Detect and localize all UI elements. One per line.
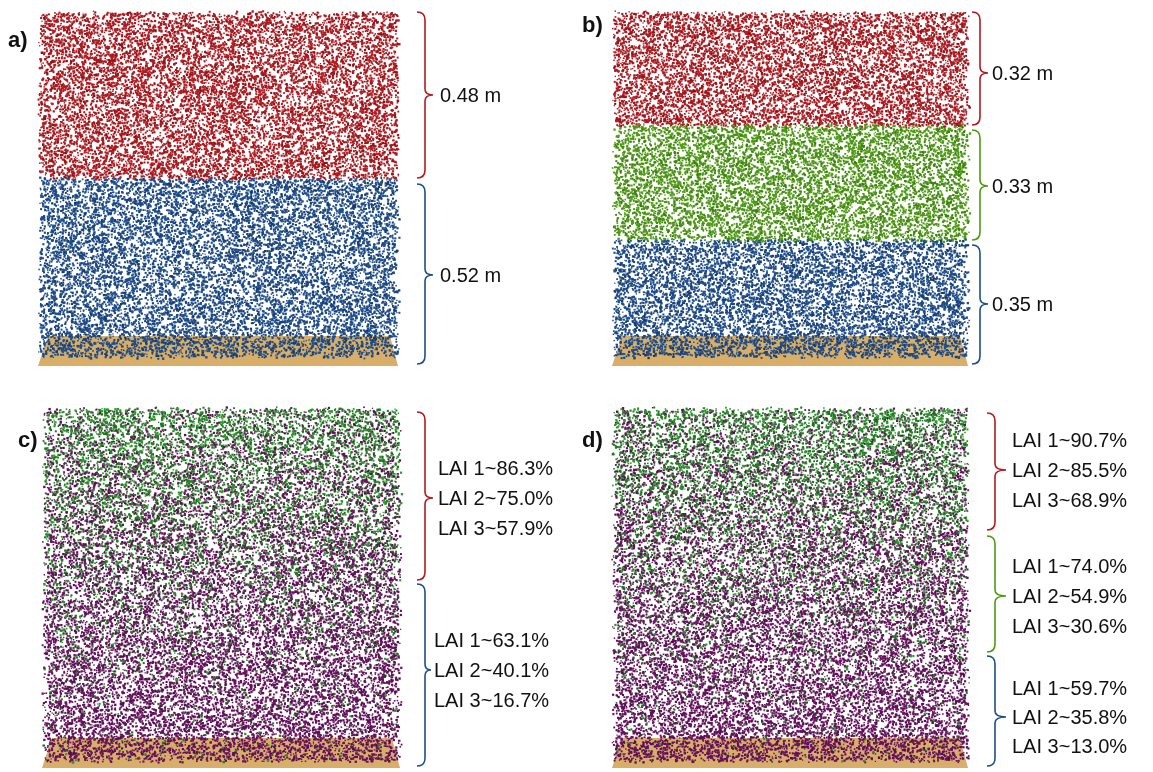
layer-annotation: LAI 3~68.9% — [1012, 489, 1127, 512]
layer-annotation: LAI 1~63.1% — [434, 629, 549, 652]
layer-annotation: 0.33 m — [992, 175, 1053, 198]
bracket — [972, 245, 988, 364]
panel-label: d) — [582, 427, 603, 452]
layer-annotation: 0.48 m — [440, 84, 501, 107]
layer-annotation: LAI 1~59.7% — [1012, 677, 1127, 700]
layer-annotation: 0.35 m — [992, 293, 1053, 316]
panel-label: b) — [582, 12, 603, 37]
bracket — [987, 536, 1006, 652]
layer-annotation: 0.52 m — [440, 264, 501, 287]
bracket — [417, 412, 433, 580]
layer-annotation: LAI 1~86.3% — [438, 457, 553, 480]
layer-annotation: LAI 1~90.7% — [1012, 429, 1127, 452]
layer-annotation: LAI 2~35.8% — [1012, 706, 1127, 729]
bracket — [417, 12, 433, 178]
layer-annotation: 0.32 m — [992, 62, 1053, 85]
layer-annotation: LAI 1~74.0% — [1012, 555, 1127, 578]
layer-annotation: LAI 2~75.0% — [438, 487, 553, 510]
bracket — [417, 584, 431, 766]
layer-annotation: LAI 3~13.0% — [1012, 735, 1127, 758]
layer-annotation: LAI 2~40.1% — [434, 659, 549, 682]
layer-annotation: LAI 3~30.6% — [1012, 615, 1127, 638]
layer-annotation: LAI 3~57.9% — [438, 517, 553, 540]
panel-label: a) — [8, 27, 28, 52]
bracket — [417, 184, 433, 364]
panel-label: c) — [18, 427, 38, 452]
bracket — [972, 12, 988, 125]
layer-annotation: LAI 2~85.5% — [1012, 459, 1127, 482]
layer-annotation: LAI 2~54.9% — [1012, 585, 1127, 608]
bracket — [987, 413, 1006, 530]
bracket — [987, 656, 1006, 766]
bracket — [972, 130, 988, 240]
layer-annotation: LAI 3~16.7% — [434, 689, 549, 712]
